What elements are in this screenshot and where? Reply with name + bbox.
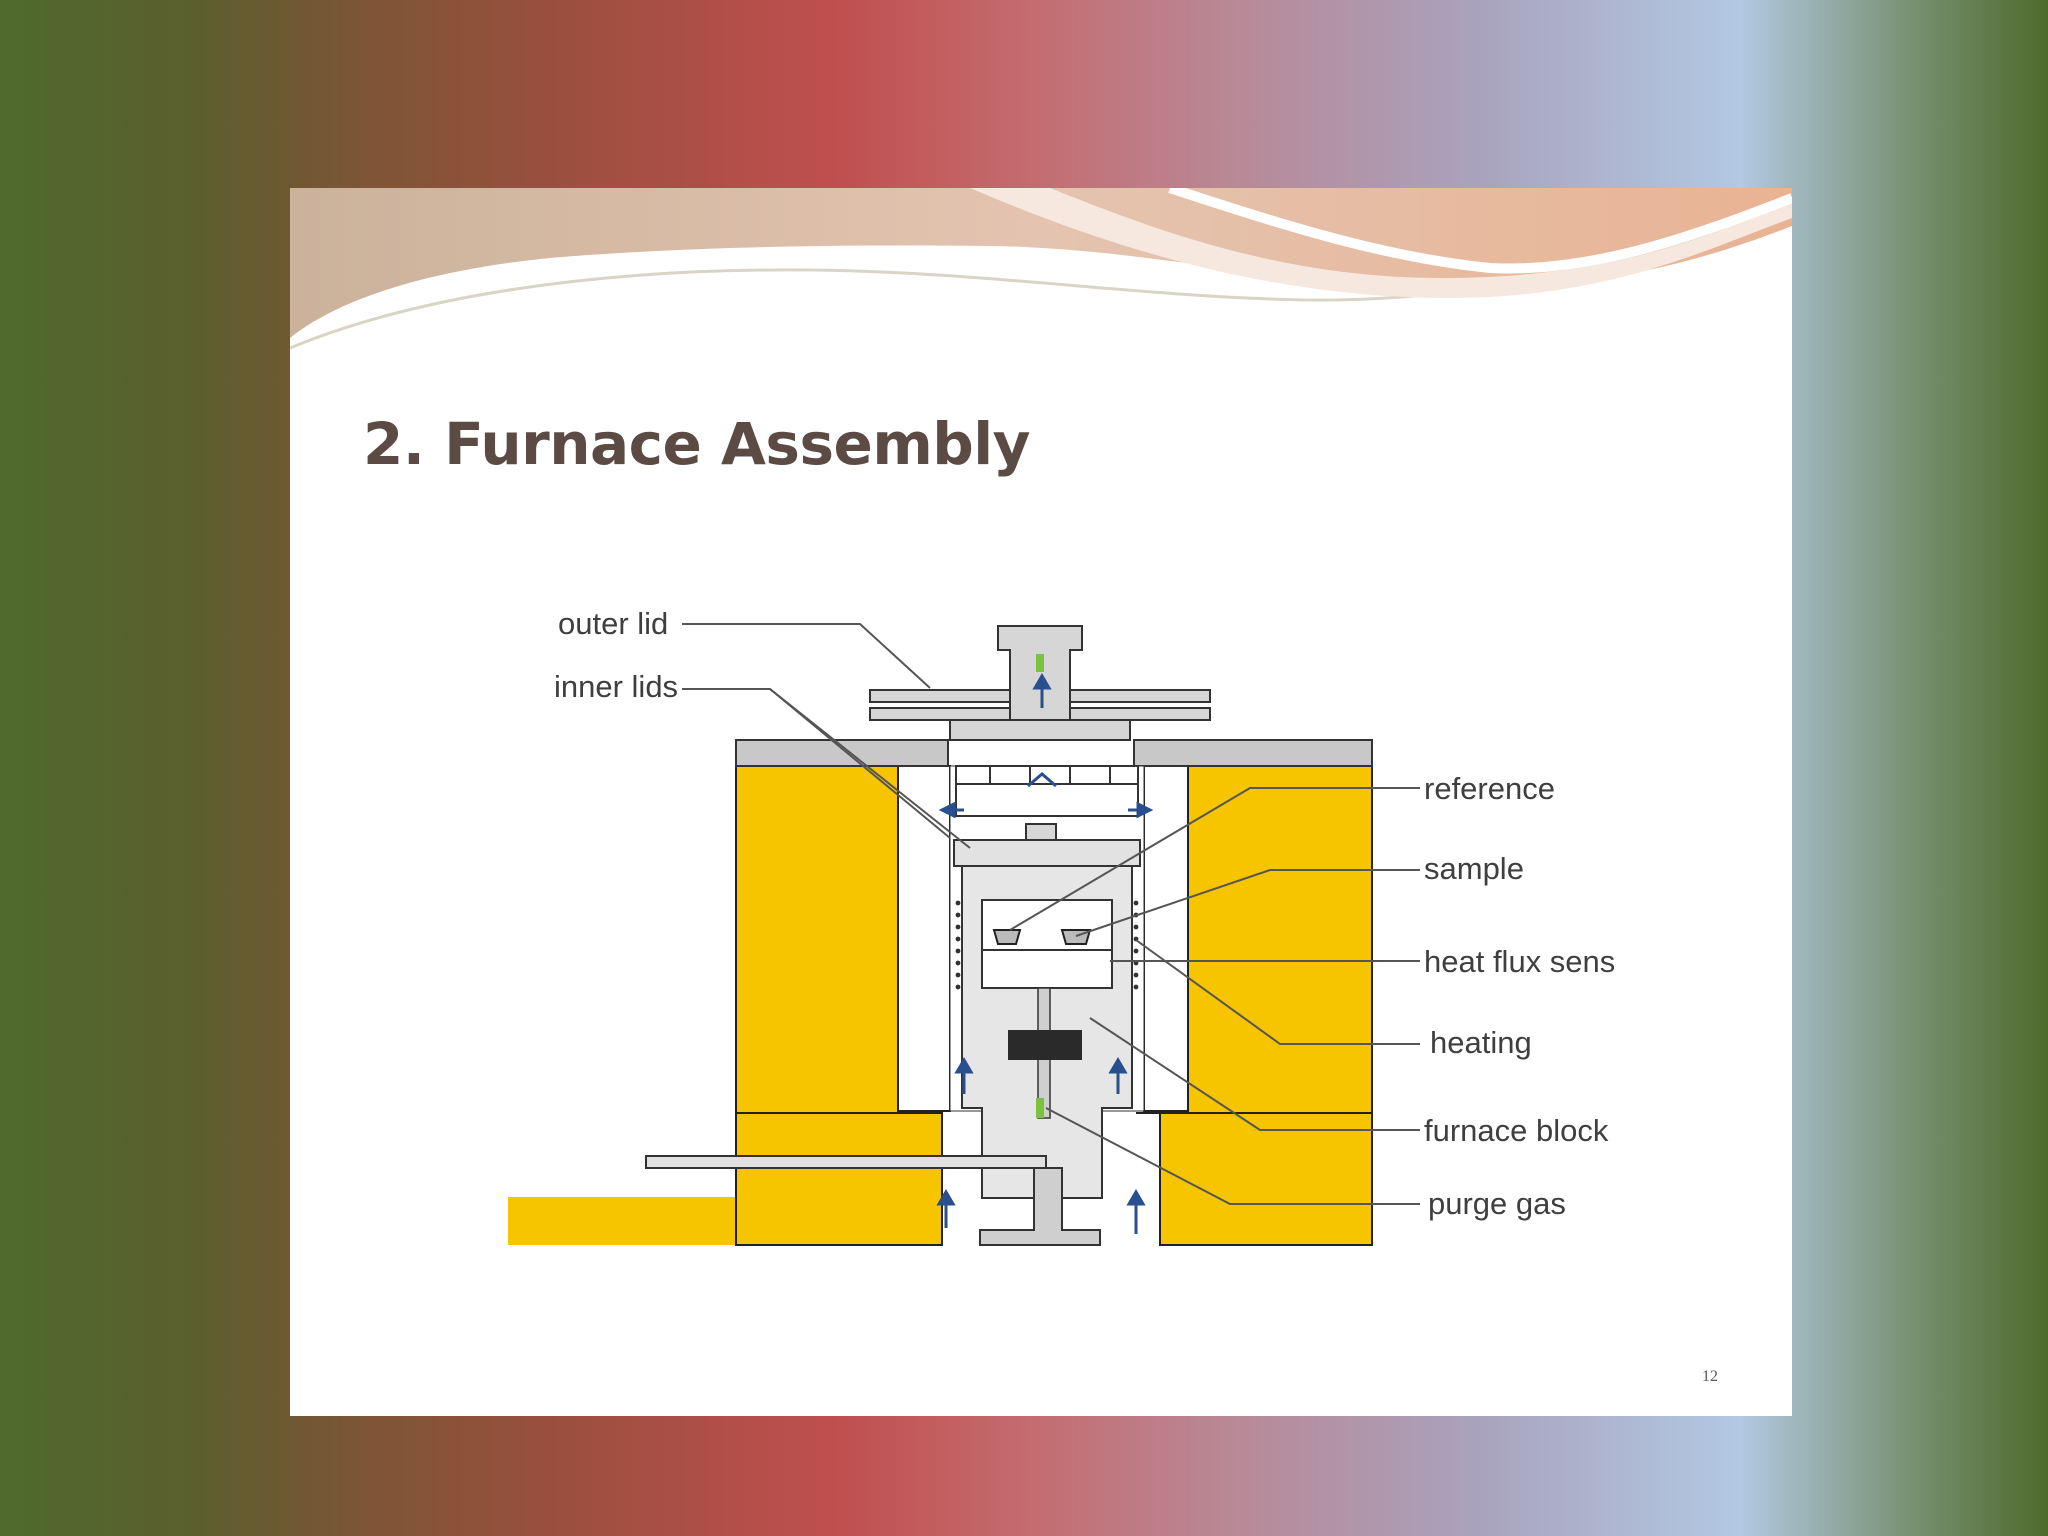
label-heating: heating [1430, 1025, 1532, 1060]
label-furnace-block: furnace block [1424, 1113, 1609, 1148]
inner-wall-right [1143, 765, 1189, 1112]
label-purge-gas: purge gas [1428, 1186, 1566, 1221]
label-sample: sample [1424, 851, 1524, 886]
label-heat-flux-sensor: heat flux sens [1424, 944, 1615, 979]
top-plate-right [1133, 739, 1373, 767]
purge-gas-pipe [645, 1155, 1047, 1169]
purge-flow-arrows [936, 673, 1154, 1234]
furnace-block-right-lower [1159, 1112, 1373, 1246]
label-outer-lid: outer lid [558, 606, 668, 641]
slide-title: 2. Furnace Assembly [363, 410, 1030, 478]
top-plate-left [735, 739, 949, 767]
page-number: 12 [1702, 1368, 1718, 1385]
furnace-assembly-diagram: outer lid inner lids reference sample he… [508, 606, 1615, 1246]
gas-marker-bottom [1036, 1098, 1044, 1118]
sensor-connector [1008, 1030, 1082, 1060]
header-swoosh-decoration [290, 188, 1792, 350]
base-block-left [508, 1197, 736, 1245]
reference-crucible [992, 929, 1022, 945]
inner-lid [953, 839, 1141, 867]
label-reference: reference [1424, 771, 1555, 806]
leader-lines [682, 623, 1420, 1205]
gas-marker-top [1036, 654, 1044, 672]
slide: 2. Furnace Assembly [290, 188, 1792, 1416]
label-inner-lids: inner lids [554, 669, 678, 704]
support-column [979, 1167, 1101, 1246]
outer-lid-neck [949, 719, 1131, 741]
